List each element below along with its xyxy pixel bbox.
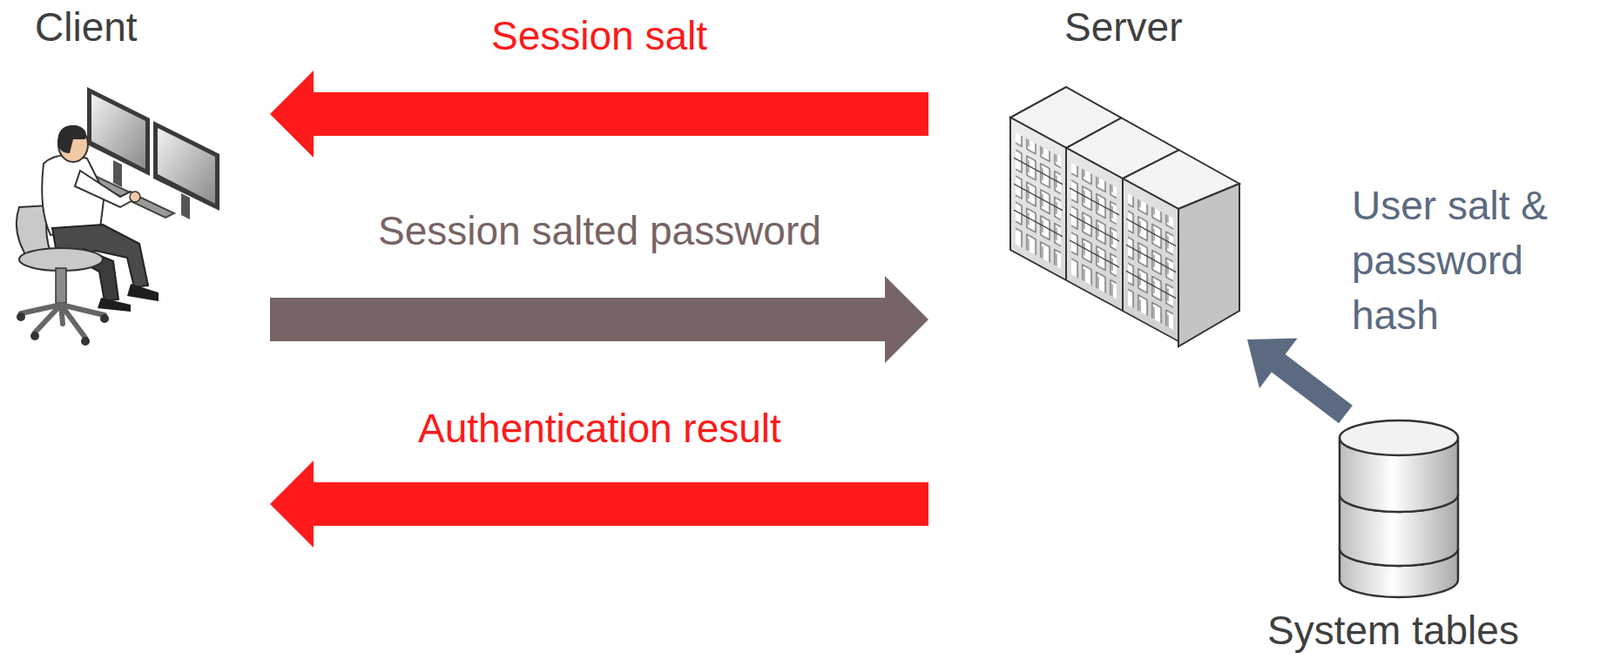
block-arrow: [270, 276, 929, 364]
arrow-label: Session salted password: [378, 208, 822, 255]
node-heading: System tables: [1267, 607, 1519, 655]
server-rack: [1010, 87, 1240, 347]
diagonal-arrow: [1247, 338, 1353, 425]
arrow-label: Session salt: [491, 13, 708, 60]
client-workstation: [16, 87, 220, 346]
node-heading: Client: [34, 4, 138, 51]
block-arrow: [270, 70, 929, 158]
database-node: System tables: [1247, 416, 1539, 655]
arrow-label: User salt & password hash: [1351, 178, 1587, 344]
node-heading: Server: [1064, 4, 1182, 51]
database-cylinder: [1339, 420, 1459, 598]
arrow-label: Authentication result: [418, 405, 782, 453]
block-arrow: [270, 460, 929, 548]
server-node: Server: [937, 3, 1251, 347]
monitor: [87, 87, 150, 176]
client-node: Client: [10, 3, 262, 347]
